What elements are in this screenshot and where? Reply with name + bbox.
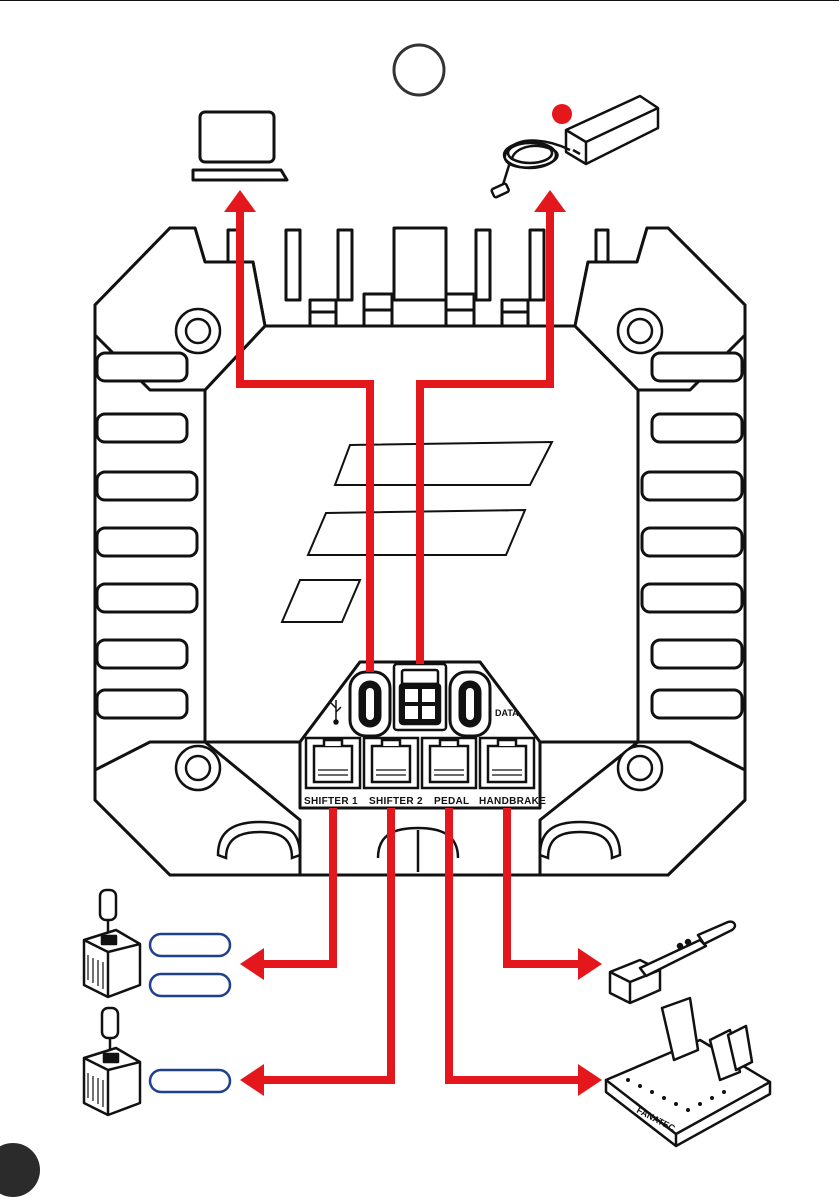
rj-port-shifter1[interactable] bbox=[306, 738, 360, 788]
arrowhead-shifter2 bbox=[240, 1064, 264, 1096]
shifter-icon bbox=[84, 1008, 140, 1115]
arrowhead-laptop bbox=[224, 190, 256, 212]
power-indicator-dot bbox=[552, 104, 572, 124]
port-label-shifter2: SHIFTER 2 bbox=[369, 796, 423, 807]
port-label-shifter1: SHIFTER 1 bbox=[304, 796, 358, 807]
port-label-pedal: PEDAL bbox=[434, 796, 469, 807]
shifter-badges bbox=[150, 934, 230, 1092]
rj-port-pedal[interactable] bbox=[422, 738, 476, 788]
badge-shifter2 bbox=[150, 1070, 230, 1092]
power-adapter-icon bbox=[491, 96, 658, 198]
data-port-label: DATA bbox=[495, 708, 519, 718]
pedals-icon bbox=[606, 998, 770, 1146]
arrowhead-handbrake bbox=[578, 948, 602, 980]
step-marker-circle bbox=[394, 45, 444, 95]
usb-c-port[interactable] bbox=[350, 672, 390, 736]
arrowhead-shifter1 bbox=[240, 948, 264, 980]
rj-port-shifter2[interactable] bbox=[364, 738, 418, 788]
arrowhead-adapter bbox=[534, 190, 566, 212]
handbrake-icon bbox=[610, 922, 735, 1003]
port-label-handbrake: HANDBRAKE bbox=[479, 796, 546, 807]
arrowhead-pedal bbox=[578, 1064, 602, 1096]
shifter-icon bbox=[84, 890, 140, 997]
badge-shifter1-a bbox=[150, 934, 230, 956]
power-connector-port[interactable] bbox=[394, 664, 446, 730]
laptop-icon bbox=[193, 112, 287, 180]
badge-shifter1-b bbox=[150, 974, 230, 996]
data-port[interactable] bbox=[450, 672, 490, 736]
rj-port-handbrake[interactable] bbox=[480, 738, 534, 788]
